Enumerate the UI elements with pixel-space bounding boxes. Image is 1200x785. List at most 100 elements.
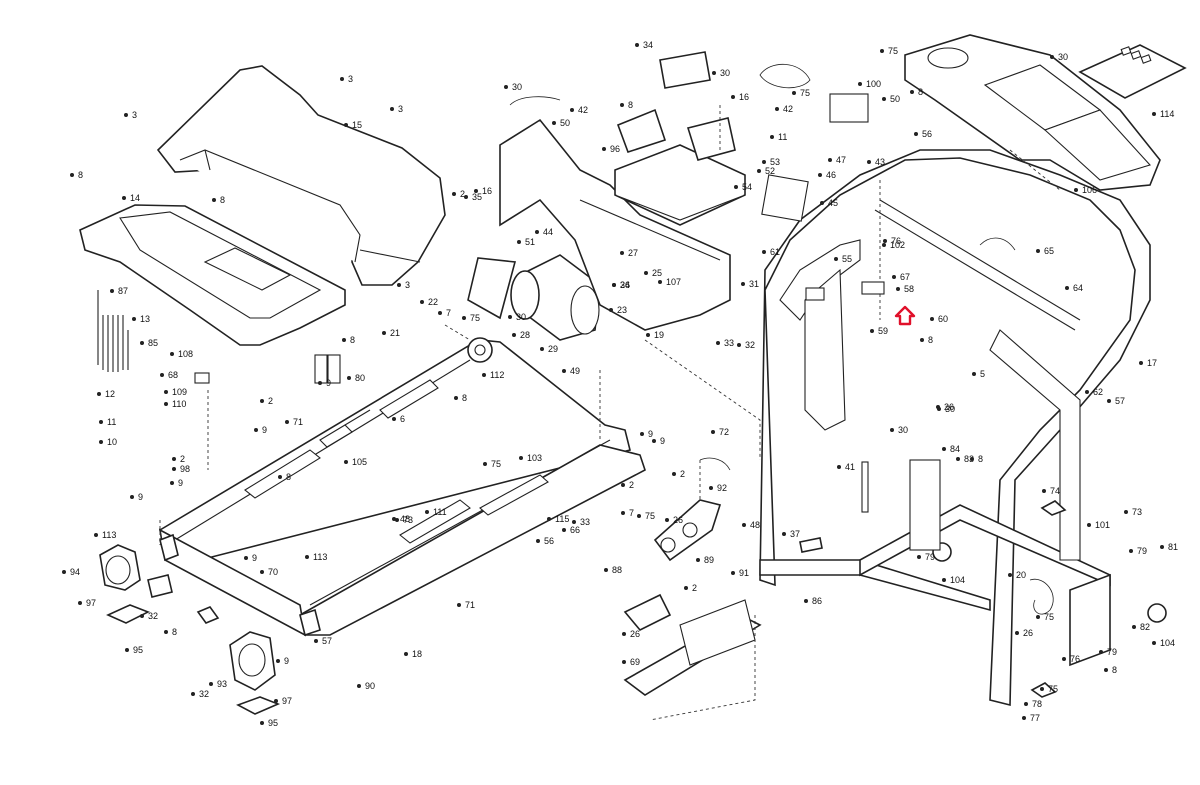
callout-leader-dot — [512, 333, 516, 337]
callout-leader-dot — [97, 392, 101, 396]
callout-leader-dot — [637, 514, 641, 518]
callout-leader-dot — [942, 447, 946, 451]
callout-leader-dot — [454, 396, 458, 400]
callout-leader-dot — [318, 381, 322, 385]
upright-frame — [759, 149, 1151, 707]
callout-107: 107 — [666, 277, 681, 287]
front-crossbar — [158, 528, 321, 637]
callout-95: 95 — [268, 718, 278, 728]
callout-leader-dot — [620, 251, 624, 255]
callout-113: 113 — [313, 552, 327, 562]
callout-leader-dot — [1022, 716, 1026, 720]
callout-leader-dot — [858, 82, 862, 86]
callout-3: 3 — [398, 104, 403, 114]
callout-54: 54 — [742, 182, 752, 192]
callout-75: 75 — [1048, 684, 1058, 694]
callout-leader-dot — [552, 121, 556, 125]
callout-15: 15 — [352, 120, 362, 130]
callout-90: 90 — [365, 681, 375, 691]
callout-113: 113 — [102, 530, 116, 540]
callout-75: 75 — [800, 88, 810, 98]
callout-leader-dot — [392, 417, 396, 421]
callout-28: 28 — [520, 330, 530, 340]
callout-leader-dot — [1065, 286, 1069, 290]
callout-leader-dot — [734, 185, 738, 189]
callout-9: 9 — [660, 436, 665, 446]
foot-assembly-rear — [229, 631, 281, 715]
callout-42: 42 — [578, 105, 588, 115]
callout-leader-dot — [1015, 631, 1019, 635]
callout-86: 86 — [812, 596, 822, 606]
callout-leader-dot — [78, 601, 82, 605]
callout-leader-dot — [741, 282, 745, 286]
callout-109: 109 — [172, 387, 187, 397]
callout-leader-dot — [1042, 489, 1046, 493]
callout-leader-dot — [404, 652, 408, 656]
callout-30: 30 — [720, 68, 730, 78]
callout-8: 8 — [1112, 665, 1117, 675]
callout-108: 108 — [178, 349, 193, 359]
callout-leader-dot — [644, 271, 648, 275]
callout-75: 75 — [888, 46, 898, 56]
callout-102: 102 — [890, 240, 905, 250]
callout-17: 17 — [1147, 358, 1157, 368]
callout-leader-dot — [1107, 399, 1111, 403]
callout-leader-dot — [920, 338, 924, 342]
callout-leader-dot — [260, 721, 264, 725]
callout-25: 25 — [652, 268, 662, 278]
callout-58: 58 — [904, 284, 914, 294]
callout-leader-dot — [880, 49, 884, 53]
callout-leader-dot — [517, 240, 521, 244]
callout-leader-dot — [942, 578, 946, 582]
callout-9: 9 — [284, 656, 289, 666]
callout-18: 18 — [412, 649, 422, 659]
callout-leader-dot — [737, 343, 741, 347]
callout-29: 29 — [548, 344, 558, 354]
callout-32: 32 — [148, 611, 158, 621]
callout-78: 78 — [1032, 699, 1042, 709]
callout-75: 75 — [491, 459, 501, 469]
callout-32: 32 — [745, 340, 755, 350]
callout-66: 66 — [570, 525, 580, 535]
callout-80: 80 — [355, 373, 365, 383]
callout-leader-dot — [62, 570, 66, 574]
callout-leader-dot — [762, 160, 766, 164]
callout-leader-dot — [1036, 249, 1040, 253]
callout-leader-dot — [130, 495, 134, 499]
callout-8: 8 — [220, 195, 225, 205]
callout-leader-dot — [770, 135, 774, 139]
callout-leader-dot — [314, 639, 318, 643]
callout-79: 79 — [0, 0, 10, 2]
callout-leader-dot — [1036, 615, 1040, 619]
callout-56: 56 — [544, 536, 554, 546]
console-base-part — [904, 34, 1161, 191]
callout-26: 26 — [673, 515, 683, 525]
motor-mount-frame — [499, 118, 731, 331]
callout-104: 104 — [950, 575, 965, 585]
callout-52: 52 — [765, 166, 775, 176]
callout-leader-dot — [709, 486, 713, 490]
callout-leader-dot — [1132, 625, 1136, 629]
callout-leader-dot — [604, 568, 608, 572]
callout-leader-dot — [285, 420, 289, 424]
callout-leader-dot — [547, 517, 551, 521]
callout-69: 69 — [630, 657, 640, 667]
callout-51: 51 — [525, 237, 535, 247]
callout-64: 64 — [1073, 283, 1083, 293]
callout-46: 46 — [826, 170, 836, 180]
callout-56: 56 — [922, 129, 932, 139]
callout-71: 71 — [465, 600, 475, 610]
callout-leader-dot — [621, 511, 625, 515]
callout-leader-dot — [1099, 650, 1103, 654]
cable-ties-part — [97, 290, 129, 372]
callout-leader-dot — [731, 571, 735, 575]
callout-leader-dot — [464, 195, 468, 199]
callout-leader-dot — [276, 659, 280, 663]
callout-45: 45 — [828, 198, 838, 208]
callout-leader-dot — [731, 95, 735, 99]
callout-89: 89 — [704, 555, 714, 565]
callout-2: 2 — [460, 189, 465, 199]
wiring-part — [509, 63, 1054, 615]
controller-board-part — [614, 51, 746, 226]
callout-53: 53 — [770, 157, 780, 167]
